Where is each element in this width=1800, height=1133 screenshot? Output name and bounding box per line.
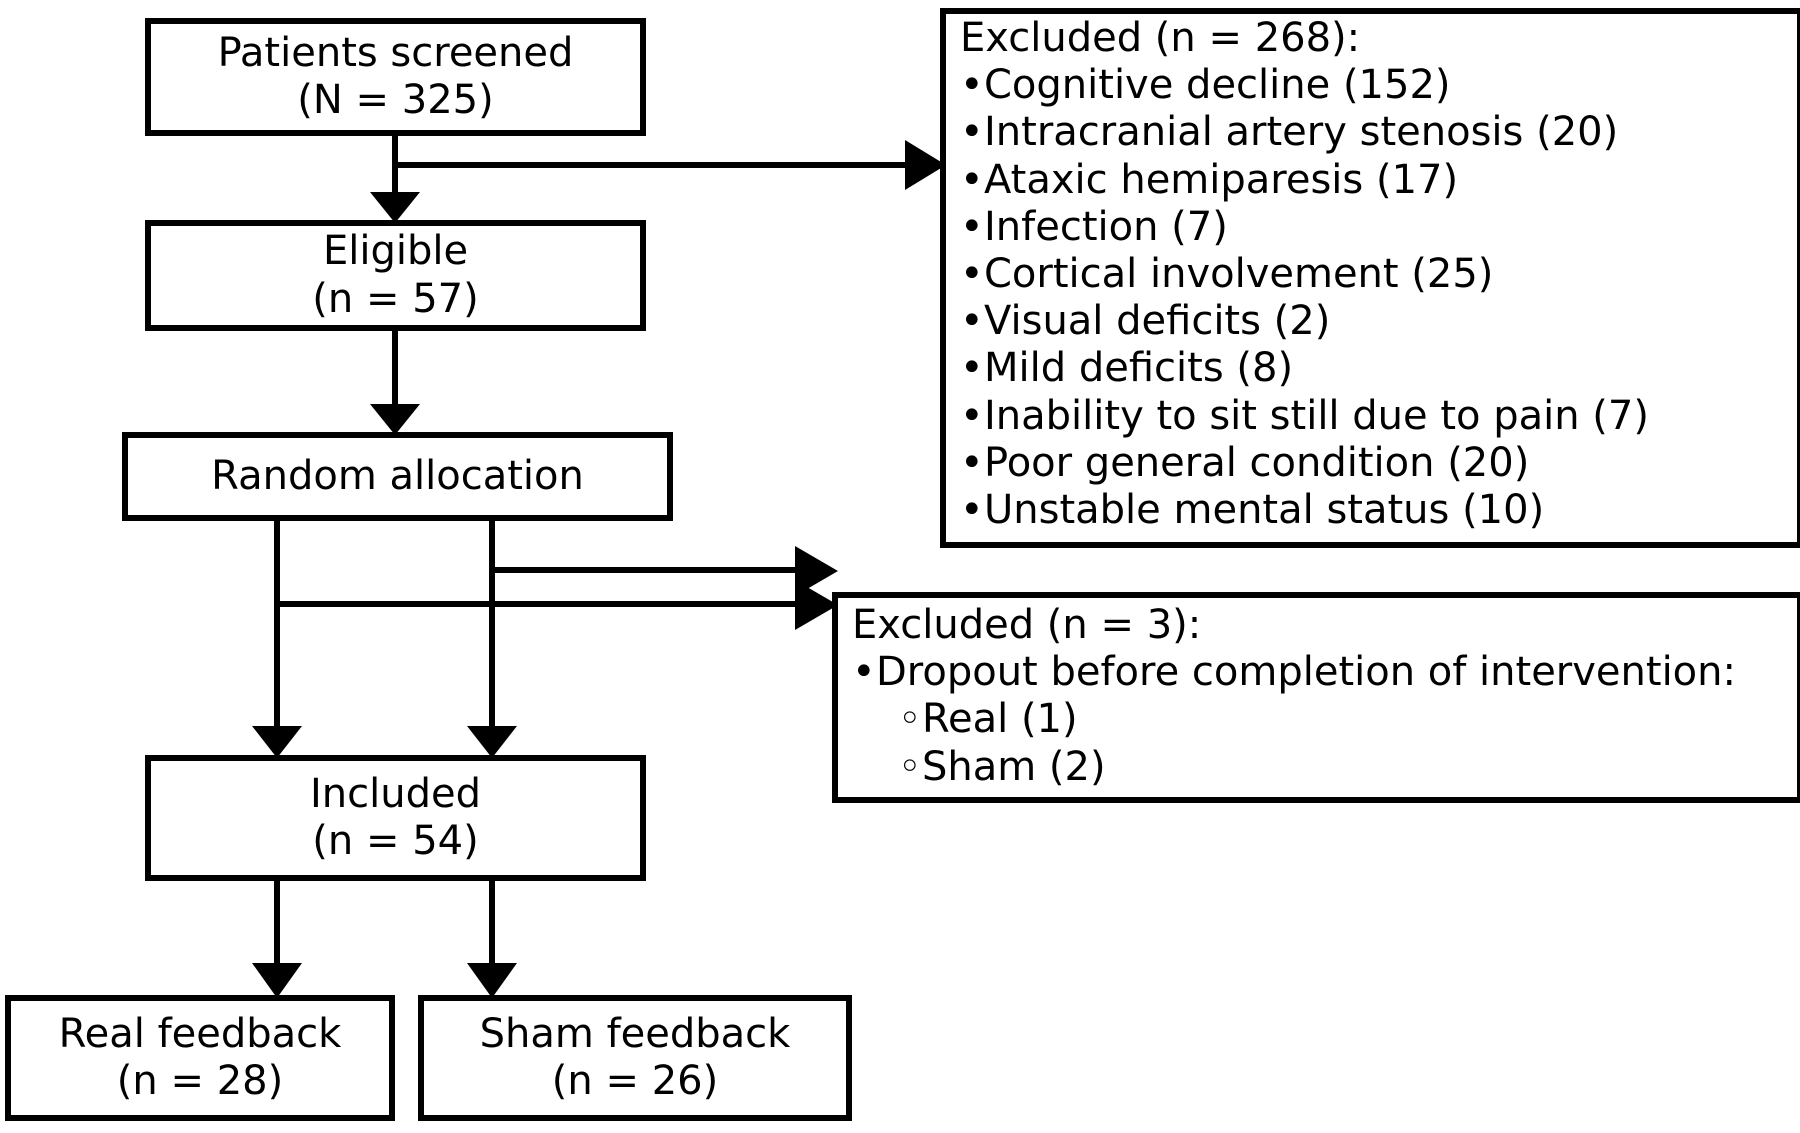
bullet-icon: • <box>960 62 984 109</box>
node-box-sham-feedback <box>418 995 852 1121</box>
node-real-feedback-count: (n = 28) <box>116 1058 284 1104</box>
node-real-feedback: Real feedback (n = 28) <box>11 1001 389 1115</box>
excluded-screening-item: •Infection (7) <box>960 204 1228 251</box>
arrowhead-left-branch-to-dropout <box>795 580 838 630</box>
node-patients-screened: Patients screened (N = 325) <box>151 24 640 130</box>
node-included-count: (n = 54) <box>312 818 479 864</box>
arrowhead-screened-to-eligible <box>370 192 420 223</box>
bullet-icon: • <box>960 439 984 486</box>
excluded-screening-item-label: Infection (7) <box>984 203 1228 250</box>
node-box-real-feedback <box>5 995 395 1121</box>
node-patients-screened-title: Patients screened <box>217 29 574 76</box>
bullet-icon: • <box>960 156 984 203</box>
node-box-included <box>145 755 646 881</box>
node-sham-feedback: Sham feedback (n = 26) <box>424 1001 846 1115</box>
bullet-icon: • <box>960 486 984 533</box>
excluded-dropout-heading: Excluded (n = 3): <box>852 602 1202 648</box>
excluded-screening-item: •Visual deficits (2) <box>960 298 1330 345</box>
excluded-screening-item-label: Cognitive decline (152) <box>984 62 1451 109</box>
excluded-dropout-item-label: Dropout before completion of interventio… <box>876 649 1736 696</box>
excluded-screening-item-label: Poor general condition (20) <box>984 439 1530 486</box>
excluded-dropout-item: •Dropout before completion of interventi… <box>852 649 1736 696</box>
excluded-screening-item: •Unstable mental status (10) <box>960 487 1544 534</box>
excluded-screening-item-label: Inability to sit still due to pain (7) <box>984 392 1649 439</box>
excluded-dropout-subitem: ◦Sham (2) <box>852 744 1106 791</box>
excluded-screening-item: •Cognitive decline (152) <box>960 62 1451 109</box>
bullet-icon: • <box>960 109 984 156</box>
node-included: Included (n = 54) <box>151 761 640 875</box>
excluded-screening-item-label: Cortical involvement (25) <box>984 250 1494 297</box>
bullet-icon: • <box>960 250 984 297</box>
bullet-icon: • <box>960 203 984 250</box>
node-excluded-dropout: Excluded (n = 3): •Dropout before comple… <box>852 602 1797 797</box>
node-random-allocation: Random allocation <box>128 438 667 515</box>
bullet-icon: • <box>960 345 984 392</box>
excluded-screening-item-label: Mild deficits (8) <box>984 345 1294 392</box>
excluded-screening-item-label: Ataxic hemiparesis (17) <box>984 156 1459 203</box>
excluded-screening-item-label: Visual deficits (2) <box>984 298 1331 345</box>
node-excluded-screening: Excluded (n = 268): •Cognitive decline (… <box>960 15 1800 540</box>
bullet-icon: • <box>960 392 984 439</box>
node-eligible: Eligible (n = 57) <box>151 226 640 325</box>
excluded-dropout-subitem-label: Sham (2) <box>922 743 1106 790</box>
excluded-screening-item: •Inability to sit still due to pain (7) <box>960 393 1649 440</box>
excluded-screening-item-label: Unstable mental status (10) <box>984 486 1545 533</box>
arrowhead-right-branch-to-dropout <box>795 546 838 596</box>
arrowhead-included-to-real <box>252 963 302 998</box>
node-sham-feedback-title: Sham feedback <box>479 1010 791 1057</box>
sub-bullet-icon: ◦ <box>898 743 922 790</box>
arrowhead-allocation-left-to-included <box>252 726 302 758</box>
node-box-patients-screened <box>145 18 646 136</box>
node-real-feedback-title: Real feedback <box>58 1010 342 1057</box>
node-included-title: Included <box>310 770 481 817</box>
excluded-screening-heading: Excluded (n = 268): <box>960 15 1361 61</box>
excluded-dropout-subitem-label: Real (1) <box>922 696 1078 743</box>
excluded-screening-item: •Mild deficits (8) <box>960 345 1293 392</box>
node-box-excluded-screening <box>940 8 1800 548</box>
arrowhead-included-to-sham <box>467 963 517 998</box>
node-box-random-allocation <box>122 432 673 521</box>
node-box-excluded-dropout <box>832 592 1800 803</box>
excluded-screening-item: •Intracranial artery stenosis (20) <box>960 109 1618 156</box>
excluded-screening-item: •Cortical involvement (25) <box>960 251 1493 298</box>
node-eligible-count: (n = 57) <box>312 275 479 322</box>
arrowhead-screened-to-excluded <box>905 140 946 190</box>
sub-bullet-icon: ◦ <box>898 696 922 743</box>
bullet-icon: • <box>852 649 876 696</box>
node-eligible-title: Eligible <box>322 228 469 275</box>
node-sham-feedback-count: (n = 26) <box>551 1058 719 1104</box>
excluded-screening-item: •Ataxic hemiparesis (17) <box>960 157 1458 204</box>
node-random-allocation-title: Random allocation <box>211 452 584 499</box>
node-patients-screened-count: (N = 325) <box>297 77 494 123</box>
bullet-icon: • <box>960 298 984 345</box>
arrowhead-eligible-to-allocation <box>370 404 420 435</box>
excluded-dropout-subitem: ◦Real (1) <box>852 696 1078 743</box>
excluded-screening-item-label: Intracranial artery stenosis (20) <box>984 109 1619 156</box>
excluded-screening-item: •Poor general condition (20) <box>960 440 1529 487</box>
arrowhead-allocation-right-to-included <box>467 726 517 758</box>
